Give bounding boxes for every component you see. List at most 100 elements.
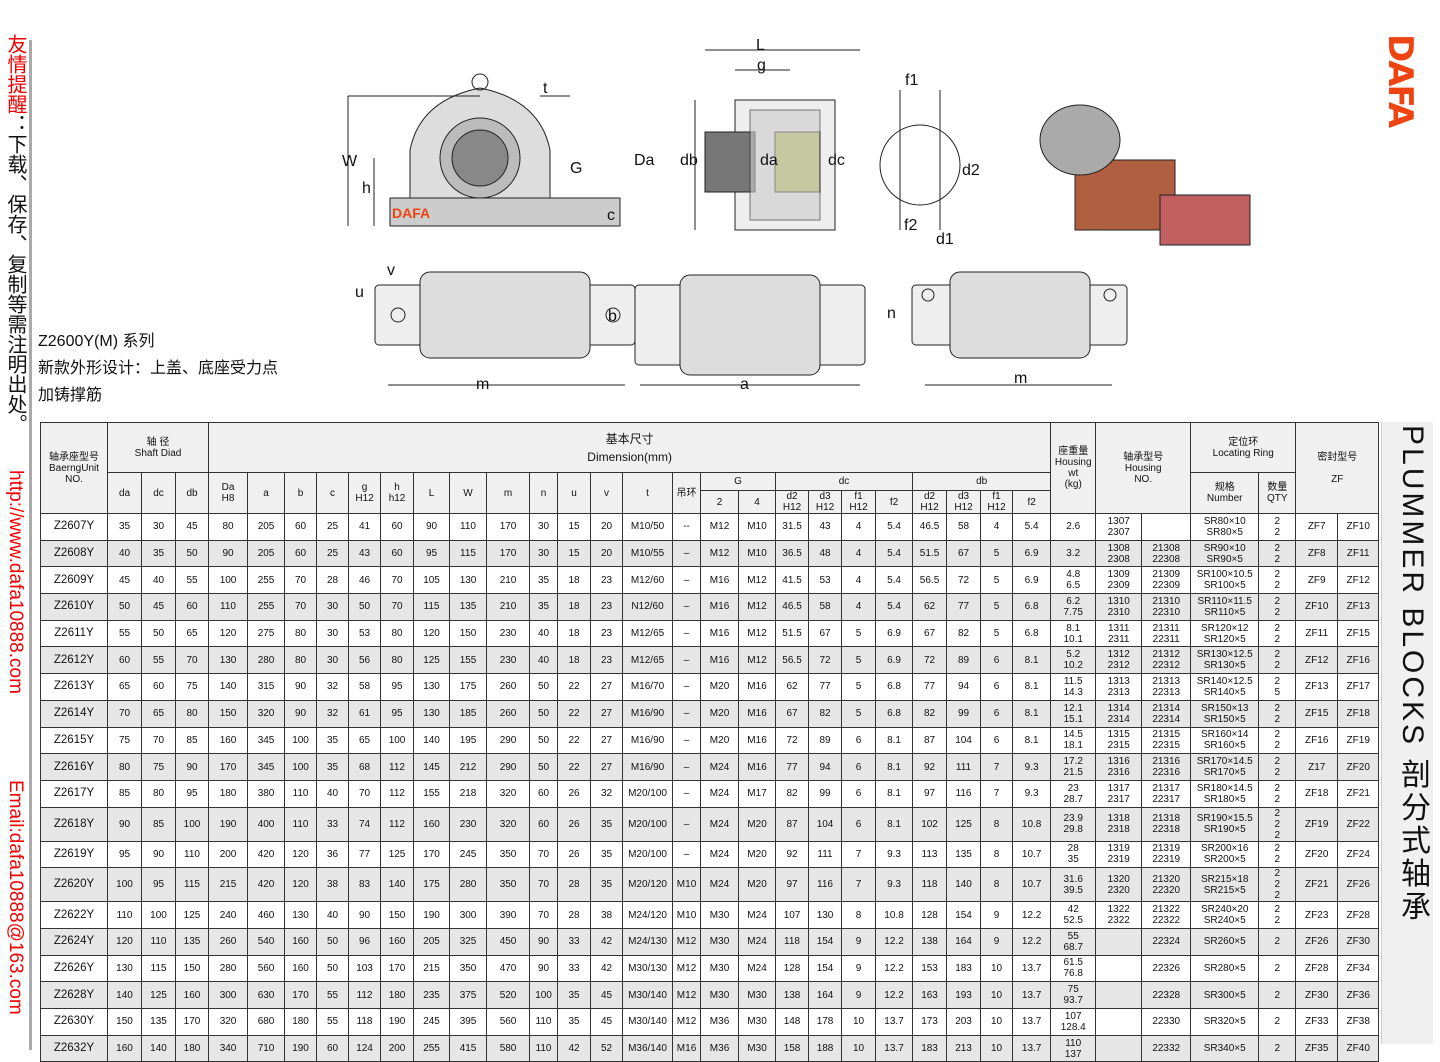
table-cell: 380 [247, 779, 286, 808]
table-cell: SR100×10.5 SR100×5 [1190, 566, 1260, 595]
email-link[interactable]: Email:dafa10888@163.com [5, 780, 26, 1015]
table-cell: 180 [380, 981, 415, 1009]
table-cell: 13.7 [1012, 1008, 1052, 1036]
table-cell: 9.3 [875, 840, 914, 869]
table-cell: 110 [284, 779, 318, 808]
table-cell: 350 [486, 867, 531, 903]
header-col-8: h h12 [380, 472, 415, 514]
website-link[interactable]: http://www.dafa10888.com [5, 470, 26, 694]
table-cell: 200 [380, 1034, 415, 1062]
table-cell: 32 [590, 779, 624, 808]
plan-view-2 [634, 274, 866, 386]
unit-no-cell: Z2612Y [40, 646, 108, 675]
table-cell: Z17 [1295, 753, 1339, 781]
copyright-notice: 友情提醒：下载、保存、复制等需注明出处。 [4, 34, 26, 434]
table-cell: M10 [672, 867, 702, 903]
unit-no-cell: Z2613Y [40, 673, 108, 701]
table-cell: 53 [348, 619, 382, 648]
table-cell: 6 [980, 699, 1014, 728]
table-cell: M20/100 [622, 779, 674, 808]
table-cell: 325 [449, 927, 488, 956]
table-cell: 43 [808, 513, 843, 541]
table-cell: 5 [980, 539, 1014, 568]
table-cell: M30 [738, 1034, 777, 1062]
table-cell: ZF35 [1295, 1034, 1339, 1062]
table-cell: M12 [672, 927, 702, 956]
table-cell: 154 [808, 927, 843, 956]
table-cell: 8 [980, 867, 1014, 903]
header-ring-qty: 数量 QTY [1258, 472, 1297, 514]
table-cell: 110 [529, 1008, 559, 1036]
table-cell: ZF15 [1295, 699, 1339, 728]
table-cell: 200 [208, 840, 249, 869]
header-col-7: g H12 [348, 472, 382, 514]
table-cell: 55 [316, 1008, 350, 1036]
table-cell: M10/55 [622, 539, 674, 568]
table-cell: 115 [413, 593, 451, 621]
table-cell: 90 [208, 539, 249, 568]
table-cell: M24 [738, 901, 777, 929]
table-cell: 20 [590, 513, 624, 541]
table-cell: ZF17 [1337, 673, 1380, 701]
table-cell: 42 [590, 954, 624, 983]
header-seal: 密封型号 ZF [1295, 422, 1380, 514]
table-cell: 190 [284, 1034, 318, 1062]
table-cell: 51.5 [775, 619, 810, 648]
table-cell: 50 [141, 619, 176, 648]
label-db: db [680, 152, 698, 169]
table-cell: 60 [316, 1034, 350, 1062]
front-view-drawing [347, 73, 621, 227]
unit-no-cell: Z2620Y [40, 867, 108, 903]
table-cell: 175 [413, 867, 451, 903]
table-cell: SR260×5 [1190, 927, 1260, 956]
header-col-4: a [247, 472, 286, 514]
table-cell: 115 [174, 867, 210, 903]
table-cell: 58 [946, 513, 982, 541]
table-cell: M16 [738, 699, 777, 728]
table-cell: ZF13 [1337, 593, 1380, 621]
table-cell: 97 [912, 779, 948, 808]
header-col-5: b [284, 472, 318, 514]
table-cell: 105 [413, 566, 451, 595]
notice-label: 友情提醒 [4, 34, 26, 114]
table-cell: 36 [316, 840, 350, 869]
table-cell: M30 [700, 981, 740, 1009]
table-cell: 150 [174, 954, 210, 983]
table-cell: 2 2 [1258, 566, 1297, 595]
table-cell: 135 [946, 840, 982, 869]
table-cell: ZF11 [1295, 619, 1339, 648]
header-dc-sub: f2 [875, 490, 914, 514]
table-cell: 50 [529, 726, 559, 755]
header-col-13: u [557, 472, 592, 514]
table-cell: 22324 [1141, 927, 1192, 956]
table-cell: ZF34 [1337, 954, 1380, 983]
table-cell: 36.5 [775, 539, 810, 568]
table-cell [1095, 981, 1143, 1009]
table-cell: 40 [316, 901, 350, 929]
table-cell: 155 [413, 779, 451, 808]
table-cell: ZF16 [1337, 646, 1380, 675]
table-cell: 10.7 [1012, 867, 1052, 903]
table-cell: 22 [557, 673, 592, 701]
table-cell: 92 [775, 840, 810, 869]
table-cell: 100 [208, 566, 249, 595]
table-cell: 94 [808, 753, 843, 781]
table-cell: 135 [141, 1008, 176, 1036]
table-cell: 680 [247, 1008, 286, 1036]
table-cell: M30/140 [622, 981, 674, 1009]
table-cell: 21310 22310 [1141, 593, 1192, 621]
seal-detail-drawing [879, 90, 1251, 246]
table-cell: 400 [247, 806, 286, 842]
table-cell: 2 5 [1258, 673, 1297, 701]
table-cell: 62 [775, 673, 810, 701]
table-cell: 28 [316, 566, 350, 595]
table-cell: SR110×11.5 SR110×5 [1190, 593, 1260, 621]
table-cell: 280 [247, 646, 286, 675]
table-cell: 9.3 [1012, 779, 1052, 808]
table-cell: 540 [247, 927, 286, 956]
table-cell: M20/120 [622, 867, 674, 903]
label-u: u [355, 284, 364, 301]
table-cell: 18 [557, 566, 592, 595]
table-cell: 470 [486, 954, 531, 983]
